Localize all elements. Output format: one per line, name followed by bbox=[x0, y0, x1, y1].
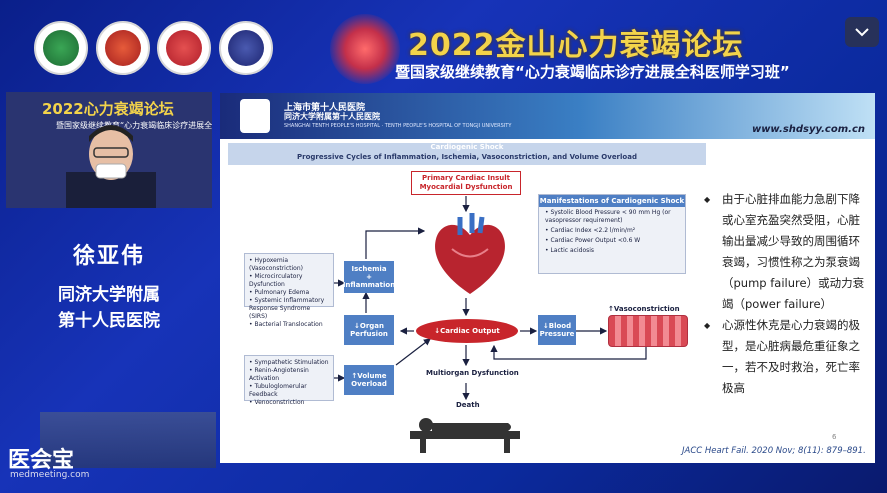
manifestation-item: • Systolic Blood Pressure < 90 mm Hg (or… bbox=[545, 209, 671, 224]
list-item: • Venoconstriction bbox=[249, 399, 305, 406]
hospital-name-cn2: 同济大学附属第十人民医院 bbox=[284, 112, 380, 121]
manifestation-item: • Cardiac Index <2.2 l/min/m² bbox=[545, 227, 636, 234]
hospital-logo bbox=[157, 21, 211, 75]
hospital-name-cn: 上海市第十人民医院 bbox=[284, 103, 366, 113]
death-label: Death bbox=[456, 401, 480, 409]
heart-icon bbox=[435, 213, 505, 294]
list-item: • Tubuloglomerular Feedback bbox=[249, 383, 307, 398]
slide-header: 上海市第十人民医院 同济大学附属第十人民医院 SHANGHAI TENTH PE… bbox=[220, 93, 875, 139]
multiorgan-label: Multiorgan Dysfunction bbox=[426, 369, 519, 377]
speaker-org-line2: 第十人民医院 bbox=[58, 311, 160, 331]
mini-forum-title: 2022心力衰竭论坛 bbox=[42, 100, 174, 118]
bullet-list: 由于心脏排血能力急剧下降或心室充盈突然受阻，心脏输出量减少导致的周围循环衰竭，习… bbox=[704, 189, 870, 399]
organ-perfusion-box: ↓Organ Perfusion bbox=[344, 315, 394, 345]
bullet-item: 由于心脏排血能力急剧下降或心室充盈突然受阻，心脏输出量减少导致的周围循环衰竭，习… bbox=[704, 189, 870, 315]
blood-pressure-box: ↓Blood Pressure bbox=[538, 315, 576, 345]
collapse-button[interactable] bbox=[845, 17, 879, 47]
patient-silhouette-icon bbox=[410, 418, 520, 453]
speaker-avatar bbox=[66, 125, 156, 208]
hospital-name-en: SHANGHAI TENTH PEOPLE'S HOSPITAL · TENTH… bbox=[284, 123, 512, 129]
list-item: • Bacterial Translocation bbox=[249, 321, 323, 328]
figure-subtitle: Progressive Cycles of Inflammation, Isch… bbox=[297, 153, 637, 161]
manifestation-item: • Lactic acidosis bbox=[545, 247, 595, 254]
list-item: • Hypoxemia (Vasoconstriction) bbox=[249, 257, 303, 272]
medmeeting-logo: 医会宝 bbox=[8, 448, 75, 473]
bullet-item: 心源性休克是心力衰竭的极型，是心脏病最危重征象之一，若不及时救治，死亡率极高 bbox=[704, 315, 870, 399]
list-item: • Systemic Inflammatory Response Syndrom… bbox=[249, 297, 325, 320]
speaker-org-line1: 同济大学附属 bbox=[58, 285, 160, 305]
building-image bbox=[40, 412, 216, 468]
figure-title: Cardiogenic Shock bbox=[430, 143, 504, 151]
speaker-name: 徐亚伟 bbox=[72, 244, 145, 269]
speaker-video: 2022心力衰竭论坛 暨国家级继续教育“心力衰竭临床诊疗进展全科医师学习班” bbox=[6, 92, 212, 208]
list-item: • Renin-Angiotensin Activation bbox=[249, 367, 309, 382]
medmeeting-url: medmeeting.com bbox=[10, 470, 90, 480]
manifestation-item: • Cardiac Power Output <0.6 W bbox=[545, 237, 641, 244]
logo-1 bbox=[34, 21, 88, 75]
primary-insult-box: Primary Cardiac Insult Myocardial Dysfun… bbox=[411, 171, 521, 195]
citation: JACC Heart Fail. 2020 Nov; 8(11): 879–89… bbox=[682, 446, 866, 456]
manifestations-title: Manifestations of Cardiogenic Shock bbox=[539, 195, 685, 207]
association-logo bbox=[219, 21, 273, 75]
list-item: • Microcirculatory Dysfunction bbox=[249, 273, 303, 288]
presentation-slide: 上海市第十人民医院 同济大学附属第十人民医院 SHANGHAI TENTH PE… bbox=[220, 93, 875, 463]
ischemia-box: Ischemia + Inflammation bbox=[343, 261, 395, 293]
heart-decoration bbox=[330, 14, 400, 84]
cardiac-output-oval: ↓Cardiac Output bbox=[416, 319, 518, 343]
ischemia-causes-list: • Hypoxemia (Vasoconstriction) • Microci… bbox=[244, 253, 334, 328]
forum-subtitle: 暨国家级继续教育“心力衰竭临床诊疗进展全科医师学习班” bbox=[395, 63, 790, 81]
figure-arrows bbox=[332, 196, 647, 401]
page-number: 6 bbox=[832, 433, 837, 441]
vasoconstriction-label: ↑Vasoconstriction bbox=[608, 305, 680, 313]
hospital-emblem-icon bbox=[240, 99, 270, 133]
forum-title: 2022金山心力衰竭论坛 bbox=[408, 28, 744, 63]
volume-overload-box: ↑Volume Overload bbox=[344, 365, 394, 395]
volume-causes-list: • Sympathetic Stimulation • Renin-Angiot… bbox=[244, 355, 334, 406]
manifestations-box: Manifestations of Cardiogenic Shock • Sy… bbox=[538, 194, 686, 274]
chevron-down-icon bbox=[855, 28, 869, 37]
figure-header-bar bbox=[228, 143, 706, 165]
tongji-university-logo bbox=[96, 21, 150, 75]
hospital-website: www.shdsyy.com.cn bbox=[751, 124, 865, 135]
vessel-image bbox=[608, 315, 688, 347]
mini-forum-subtitle: 暨国家级继续教育“心力衰竭临床诊疗进展全科医师学习班” bbox=[56, 121, 212, 130]
list-item: • Pulmonary Edema bbox=[249, 289, 310, 296]
list-item: • Sympathetic Stimulation bbox=[249, 359, 329, 366]
